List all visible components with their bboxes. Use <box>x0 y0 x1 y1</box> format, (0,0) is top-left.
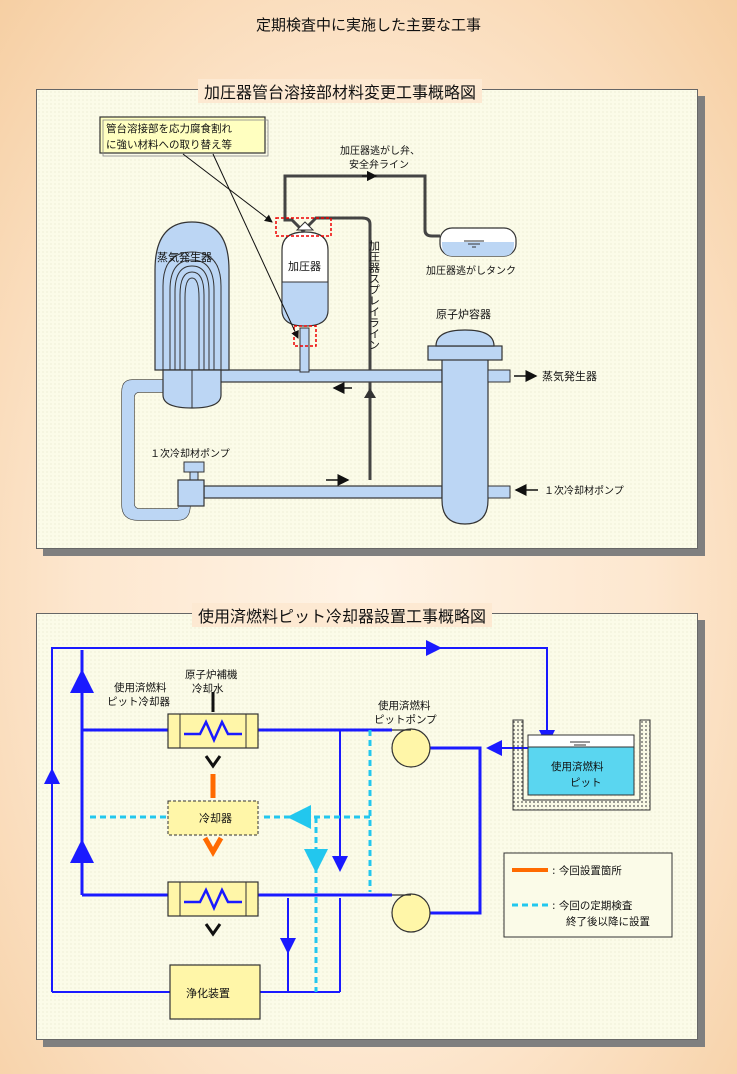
pressurizer: 加圧器 <box>275 174 440 373</box>
page-title: 定期検査中に実施した主要な工事 <box>255 16 481 34</box>
relief-line-label-2: 安全弁ライン <box>349 158 409 171</box>
aux-water-label-1: 原子炉補機 <box>185 668 238 681</box>
relief-tank-label: 加圧器逃がしタンク <box>426 264 516 277</box>
spent-fuel-cooler-diagram-panel <box>36 613 698 1040</box>
upper-cooler <box>167 713 259 749</box>
primary-pump-left-label: １次冷却材ポンプ <box>150 447 230 460</box>
to-steam-generator-label: 蒸気発生器 <box>542 369 597 383</box>
spent-fuel-pit: 使用済燃料 ピット <box>512 719 651 811</box>
svg-text:管台溶接部を応力腐食割れ: 管台溶接部を応力腐食割れ <box>106 122 232 135</box>
pressurizer-label: 加圧器 <box>288 260 321 273</box>
primary-pump-right-label: １次冷却材ポンプ <box>544 484 624 497</box>
legend: : 今回設置箇所 : 今回の定期検査 終了後以降に設置 <box>503 852 673 938</box>
aux-water-label-2: 冷却水 <box>192 682 224 695</box>
legend-cyan-1: : 今回の定期検査 <box>552 899 633 912</box>
reactor-vessel: 原子炉容器 <box>427 307 511 525</box>
cooling-circuit <box>44 640 555 993</box>
cooler-label-1: 使用済燃料 <box>114 681 167 694</box>
purifier-label: 浄化装置 <box>186 986 230 1000</box>
pit-label-2: ピット <box>570 777 602 789</box>
steam-generator-label: 蒸気発生器 <box>157 250 212 264</box>
steam-generator: 蒸気発生器 <box>154 221 230 409</box>
pressurizer-diagram-panel <box>36 89 698 549</box>
relief-line-label-1: 加圧器逃がし弁、 <box>340 144 420 157</box>
upper-pump <box>391 728 431 768</box>
cooler-label-2: ピット冷却器 <box>107 695 170 708</box>
callout-box: 管台溶接部を応力腐食割れ に強い材料への取り替え等 <box>99 116 299 339</box>
primary-coolant-pump: １次冷却材ポンプ <box>150 447 230 507</box>
lower-pump <box>391 893 431 933</box>
new-cooler: 冷却器 <box>167 800 259 836</box>
new-cooler-label: 冷却器 <box>199 812 232 825</box>
panel2-title: 使用済燃料ピット冷却器設置工事概略図 <box>192 603 493 627</box>
legend-orange: : 今回設置箇所 <box>552 864 622 877</box>
svg-text:に強い材料への取り替え等: に強い材料への取り替え等 <box>106 138 232 151</box>
pit-label-1: 使用済燃料 <box>551 760 604 773</box>
relief-tank: 加圧器逃がしタンク <box>426 227 517 277</box>
legend-cyan-2: 終了後以降に設置 <box>566 915 650 928</box>
lower-cooler <box>167 881 259 917</box>
reactor-vessel-label: 原子炉容器 <box>436 307 491 321</box>
spray-line-label: 加圧器スプレイライン <box>368 240 381 350</box>
panel1-title: 加圧器管台溶接部材料変更工事概略図 <box>198 79 483 103</box>
pump-label-1: 使用済燃料 <box>378 699 431 712</box>
pump-label-2: ピットポンプ <box>374 714 437 726</box>
purifier: 浄化装置 <box>169 964 261 1020</box>
